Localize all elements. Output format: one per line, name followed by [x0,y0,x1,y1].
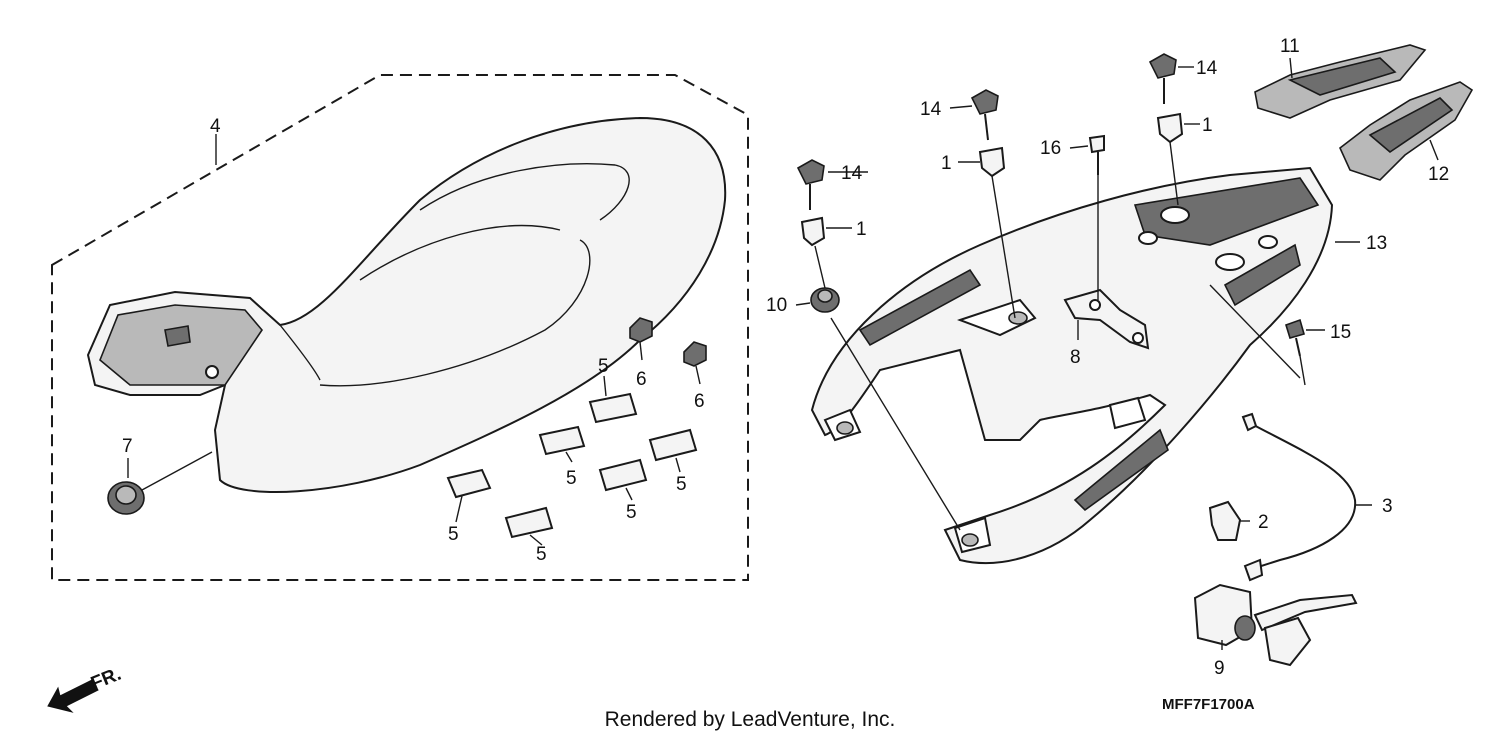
cable-part-3[interactable] [1241,412,1357,582]
callout-15: 15 [1330,322,1351,343]
callout-16: 16 [1040,138,1061,159]
callout-5-e: 5 [626,502,637,523]
bracket-part-8[interactable] [1063,288,1150,350]
callout-14-b: 14 [920,99,942,120]
callout-1-a: 1 [856,219,867,240]
callout-6-a: 6 [636,369,647,390]
callout-2: 2 [1258,512,1269,533]
callout-3: 3 [1382,496,1393,517]
leader-7 [141,451,213,491]
callout-11: 11 [1280,36,1300,57]
callout-5-a: 5 [598,356,609,377]
callout-6-b: 6 [694,391,705,412]
callout-4: 4 [210,116,221,137]
pad-part-12[interactable] [1339,81,1474,181]
grab-rail-part-13[interactable] [810,166,1334,564]
front-direction-arrow-icon: FR. [47,664,124,713]
callout-5-c: 5 [676,474,687,495]
callout-5-d: 5 [448,524,459,545]
collars-part-1[interactable] [800,112,1184,247]
bolt-part-15[interactable] [1285,318,1305,357]
callout-12: 12 [1428,164,1449,185]
callout-1-b: 1 [941,153,952,174]
callout-1-c: 1 [1202,115,1213,136]
diagram-code: MFF7F1700A [1162,696,1255,713]
rubber-part-10[interactable] [810,287,840,313]
callout-10: 10 [766,295,787,316]
direction-label: FR. [88,664,124,695]
callout-5-b: 5 [566,468,577,489]
callout-7: 7 [122,436,133,457]
callout-13: 13 [1366,233,1387,254]
callout-labels: 4 7 5 6 6 5 5 5 5 5 14 1 10 14 1 16 14 1… [122,36,1449,679]
footer-credit: Rendered by LeadVenture, Inc. [604,708,896,731]
lock-part-9[interactable] [1193,583,1358,667]
nuts-part-6[interactable] [629,317,707,367]
callout-5-f: 5 [536,544,547,565]
seat-part[interactable] [86,116,727,493]
leader-lines [215,57,1439,650]
grommet-part-7[interactable] [107,481,145,515]
callout-8: 8 [1070,347,1081,368]
callout-14-c: 14 [1196,58,1218,79]
callout-14-a: 14 [841,163,863,184]
bolts-part-14[interactable] [796,53,1177,210]
pad-part-11[interactable] [1254,44,1427,119]
callout-9: 9 [1214,658,1225,679]
bolt-part-16[interactable] [1088,134,1105,175]
clip-part-2[interactable] [1208,500,1242,541]
cushions-part-5[interactable] [446,392,698,539]
